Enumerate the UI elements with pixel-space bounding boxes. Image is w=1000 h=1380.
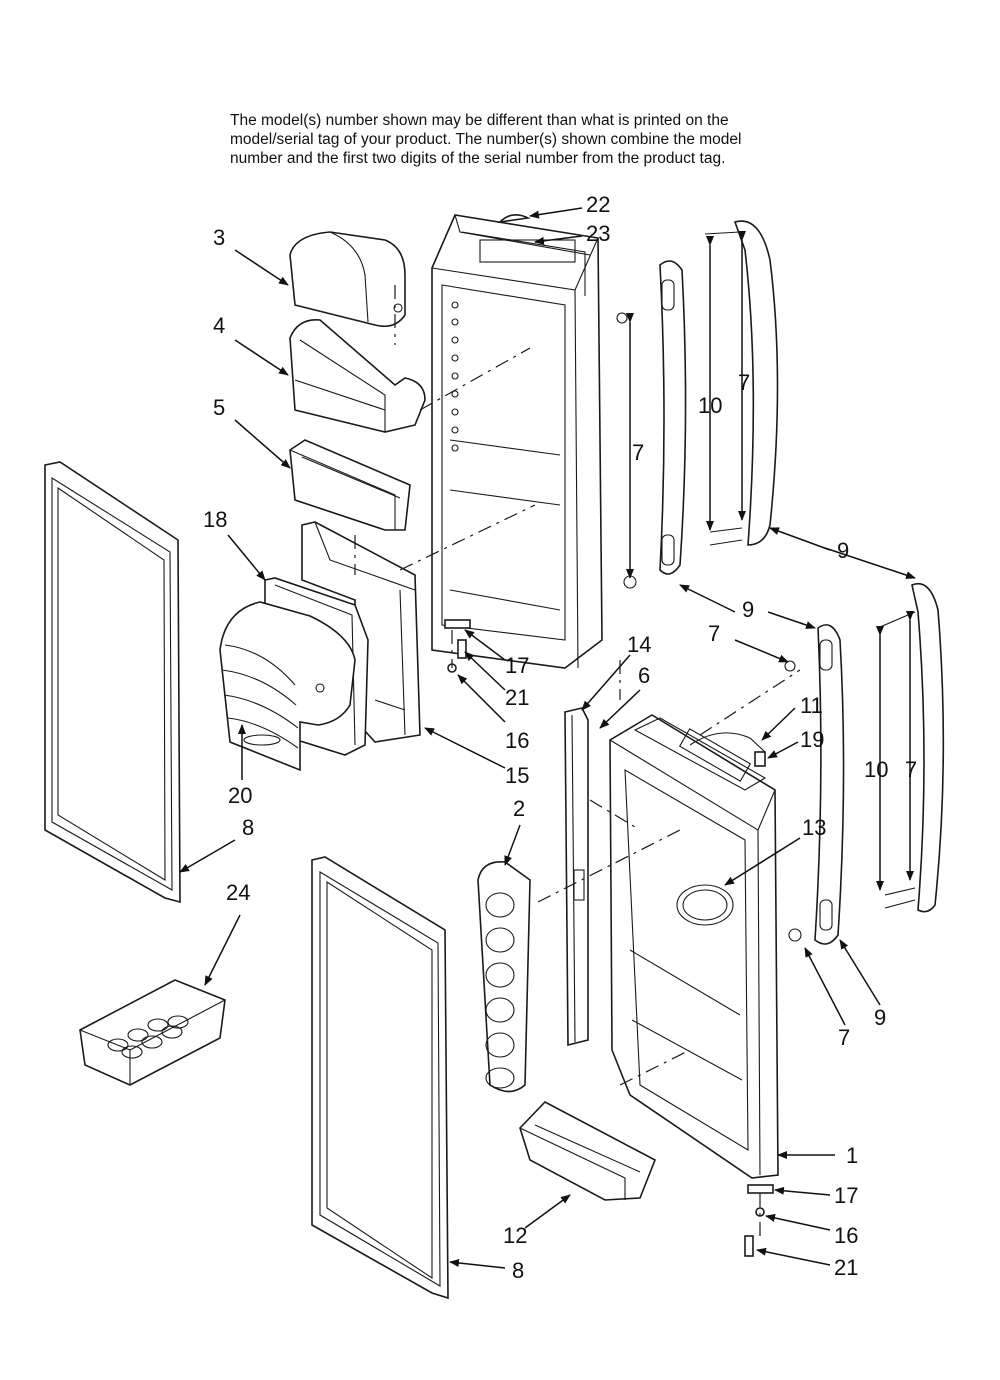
callout-24: 24	[226, 880, 250, 905]
callout-7-lower: 7	[838, 1025, 850, 1050]
door-bin-12	[519, 1101, 657, 1201]
callout-20: 20	[228, 783, 252, 808]
callout-4: 4	[213, 313, 225, 338]
callout-11: 11	[800, 693, 823, 718]
callout-2: 2	[513, 796, 525, 821]
callout-13: 13	[802, 815, 826, 840]
callout-14: 14	[627, 632, 651, 657]
upper-handle-assembly	[616, 220, 779, 589]
callout-21-upper: 21	[505, 685, 529, 710]
callout-17-lower: 17	[834, 1183, 858, 1208]
door-gasket-8-upper	[44, 461, 181, 904]
door-channel-14	[564, 707, 589, 1047]
callout-19: 19	[800, 727, 824, 752]
callout-17-upper: 17	[505, 653, 529, 678]
shelf-bin-4	[289, 319, 426, 433]
callout-3: 3	[213, 225, 225, 250]
callout-numbers: 22 23 3 4 5 18 20 8 24 10 7 7 9 9 7 17 2…	[203, 192, 917, 1283]
hinge-hardware-lower	[744, 1184, 774, 1257]
ice-tray-24	[79, 979, 226, 1086]
callout-12: 12	[503, 1223, 527, 1248]
callout-22: 22	[586, 192, 610, 217]
callout-1: 1	[846, 1143, 858, 1168]
callout-10-upper: 10	[698, 393, 722, 418]
callout-21-lower: 21	[834, 1255, 858, 1280]
callout-6: 6	[638, 663, 650, 688]
fitting-19	[754, 751, 766, 767]
callout-7-upper-left: 7	[632, 440, 644, 465]
dispenser-cover-20	[219, 601, 356, 772]
disclaimer-line-3: number and the first two digits of the s…	[230, 150, 726, 167]
assembly-lines	[354, 285, 801, 1240]
shelf-bin-5	[289, 439, 411, 531]
hinge-hardware-upper	[444, 619, 471, 673]
fresh-food-door-liner-1	[609, 714, 779, 1179]
door-gasket-8-lower	[311, 856, 449, 1300]
seal-13	[676, 884, 734, 926]
freezer-door-liner	[431, 214, 603, 669]
callout-15: 15	[505, 763, 529, 788]
bin-cover-3	[289, 231, 406, 328]
callout-7-upper-right: 7	[738, 370, 750, 395]
water-tube-11	[689, 732, 766, 753]
ice-bin-2	[477, 861, 531, 1093]
callout-10-lower: 10	[864, 757, 888, 782]
model-number-disclaimer: The model(s) number shown may be differe…	[230, 111, 850, 168]
lower-handle-assembly	[784, 583, 945, 945]
callout-5: 5	[213, 395, 225, 420]
callout-8-lower: 8	[512, 1258, 524, 1283]
callout-23: 23	[586, 221, 610, 246]
callout-16-upper: 16	[505, 728, 529, 753]
callout-9-lower: 9	[874, 1005, 886, 1030]
callout-7-middle: 7	[708, 621, 720, 646]
disclaimer-line-1: The model(s) number shown may be differe…	[230, 112, 729, 129]
callout-9-middle: 9	[742, 597, 754, 622]
callout-7-lower-right: 7	[905, 757, 917, 782]
callout-18: 18	[203, 507, 227, 532]
leader-lines	[179, 207, 916, 1269]
callout-9-upper: 9	[837, 538, 849, 563]
callout-8-upper: 8	[242, 815, 254, 840]
alignment-arrows	[626, 231, 914, 891]
cap-part-22	[497, 214, 531, 224]
disclaimer-line-2: model/serial tag of your product. The nu…	[230, 131, 742, 148]
callout-16-lower: 16	[834, 1223, 858, 1248]
